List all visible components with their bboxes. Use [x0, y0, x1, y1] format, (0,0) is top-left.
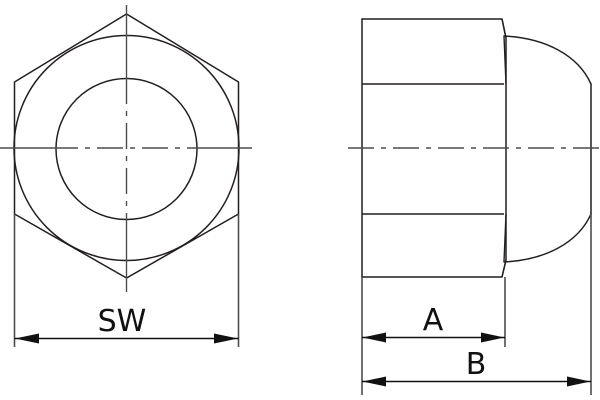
b-dimension-label: B	[466, 347, 487, 382]
sw-arrowhead-left	[15, 333, 39, 344]
cap-dome-arc-bottom	[503, 213, 592, 263]
cap-dome-arc-top	[503, 35, 592, 85]
sw-arrowhead-right	[214, 333, 238, 344]
side-view-cap-nut: A B	[348, 18, 600, 395]
hex-corner-line-bottom	[503, 213, 507, 263]
b-arrowhead-right	[567, 376, 591, 387]
hex-chamfer-top	[501, 18, 507, 39]
sw-dimension-label: SW	[98, 304, 147, 339]
a-arrowhead-left	[362, 332, 386, 343]
hex-corner-line-top	[503, 35, 507, 85]
front-view-hexagon: SW	[0, 5, 252, 347]
a-dimension-label: A	[423, 303, 444, 338]
hex-chamfer-bottom	[501, 259, 507, 278]
b-arrowhead-left	[362, 376, 386, 387]
a-arrowhead-right	[481, 332, 505, 343]
